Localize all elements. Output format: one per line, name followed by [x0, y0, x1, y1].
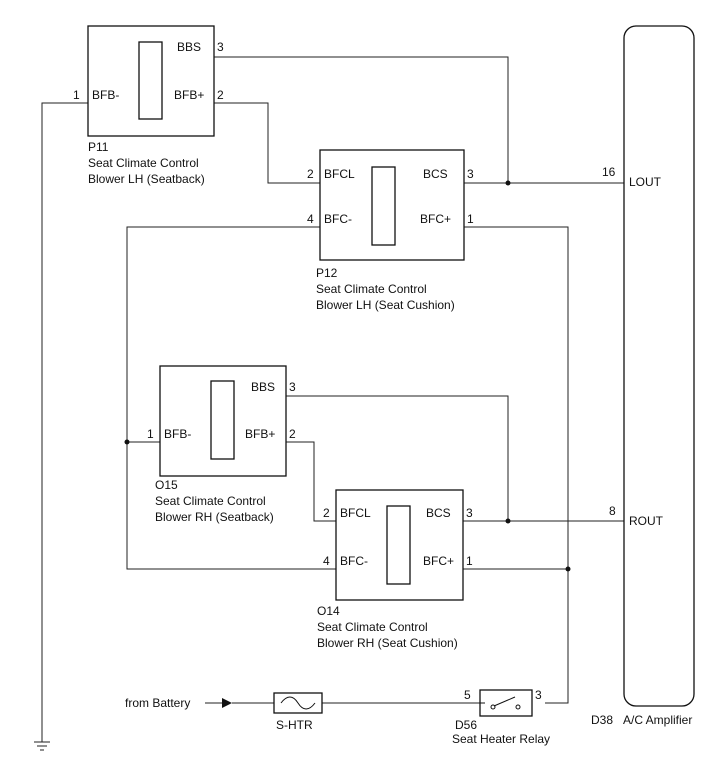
p12-pin-bfcplus-num: 1 [467, 212, 474, 226]
wire-ground-rail [41, 102, 88, 742]
junction-dot [505, 180, 511, 186]
wire-p11-bbs [214, 56, 509, 183]
p12-blower-motor [371, 166, 396, 246]
o15-pin-bfbminus-label: BFB- [164, 427, 191, 441]
junction-dot [565, 566, 571, 572]
wire-o15-bbs [286, 395, 509, 521]
p12-name-line1: Seat Climate Control [316, 282, 427, 296]
o15-name-line1: Seat Climate Control [155, 494, 266, 508]
battery-label: from Battery [125, 696, 190, 710]
wire-o15-bfbplus-o14-bfcl [286, 441, 336, 522]
p12-pin-bfcplus-label: BFC+ [420, 212, 451, 226]
d56-code: D56 [455, 718, 477, 732]
p12-pin-bcs-label: BCS [423, 167, 448, 181]
p12-code: P12 [316, 266, 338, 280]
component-p12: 2 BFCL BCS 3 4 BFC- BFC+ 1 P12 Seat Clim… [307, 149, 474, 312]
d56-pin-in-num: 5 [464, 688, 471, 702]
p11-pin-bfbplus-num: 2 [217, 88, 224, 102]
p12-pin-bcs-num: 3 [467, 167, 474, 181]
p12-name-line2: Blower LH (Seat Cushion) [316, 298, 455, 312]
o14-pin-bfcplus-num: 1 [466, 554, 473, 568]
component-d38: 16 LOUT 8 ROUT D38 A/C Amplifier [591, 25, 695, 727]
p11-pin-bbs-num: 3 [217, 40, 224, 54]
junction-dot [505, 518, 511, 524]
d38-box [623, 25, 695, 707]
o14-name-line2: Blower RH (Seat Cushion) [317, 636, 458, 650]
o14-pin-bfcl-num: 2 [323, 506, 330, 520]
p12-pin-bfcl-label: BFCL [324, 167, 355, 181]
p11-code: P11 [88, 140, 109, 154]
d38-code: D38 [591, 713, 613, 727]
d38-pin-rout-num: 8 [609, 504, 616, 518]
o14-pin-bfcminus-num: 4 [323, 554, 330, 568]
d56-pin-out-num: 3 [535, 688, 542, 702]
p11-blower-motor [138, 41, 163, 120]
fuse-icon [273, 692, 323, 714]
junctions [124, 180, 571, 572]
o15-code: O15 [155, 478, 178, 492]
p11-pin-bfbplus-label: BFB+ [174, 88, 204, 102]
o15-pin-bfbplus-label: BFB+ [245, 427, 275, 441]
component-p11: BBS 3 1 BFB- BFB+ 2 P11 Seat Climate Con… [73, 25, 224, 186]
d38-pin-lout-label: LOUT [629, 175, 662, 189]
junction-dot [124, 439, 130, 445]
wire-p11-bfbplus-p12-bfcl [214, 102, 320, 184]
wire-p12-bfcplus-relay [464, 226, 569, 704]
o14-name-line1: Seat Climate Control [317, 620, 428, 634]
d38-pin-lout-num: 16 [602, 165, 616, 179]
o14-pin-bcs-label: BCS [426, 506, 451, 520]
o14-pin-bfcminus-label: BFC- [340, 554, 368, 568]
p12-pin-bfcminus-num: 4 [307, 212, 314, 226]
o15-pin-bfbplus-num: 2 [289, 427, 296, 441]
ground-symbol-icon [34, 741, 50, 751]
d38-name: A/C Amplifier [623, 713, 692, 727]
p12-pin-bfcminus-label: BFC- [324, 212, 352, 226]
o14-pin-bfcl-label: BFCL [340, 506, 371, 520]
arrow-right-icon [222, 698, 232, 708]
fuse-label: S-HTR [276, 718, 313, 732]
o15-blower-motor [210, 380, 235, 460]
wire-p12-bfcminus-o14 [126, 226, 336, 570]
p11-name-line2: Blower LH (Seatback) [88, 172, 205, 186]
o15-pin-bbs-label: BBS [251, 380, 275, 394]
p11-pin-bfbminus-label: BFB- [92, 88, 119, 102]
o14-blower-motor [386, 505, 411, 585]
o15-name-line2: Blower RH (Seatback) [155, 510, 274, 524]
o14-pin-bcs-num: 3 [466, 506, 473, 520]
power-supply: from Battery S-HTR 5 3 D56 Seat Heater R… [125, 688, 550, 746]
wires [41, 56, 624, 742]
o15-pin-bfbminus-num: 1 [147, 427, 154, 441]
o14-pin-bfcplus-label: BFC+ [423, 554, 454, 568]
component-o14: 2 BFCL BCS 3 4 BFC- BFC+ 1 O14 Seat Clim… [317, 489, 473, 650]
o15-pin-bbs-num: 3 [289, 380, 296, 394]
d38-pin-rout-label: ROUT [629, 514, 664, 528]
p12-pin-bfcl-num: 2 [307, 167, 314, 181]
p11-name-line1: Seat Climate Control [88, 156, 199, 170]
o14-code: O14 [317, 604, 340, 618]
p11-pin-bbs-label: BBS [177, 40, 201, 54]
d56-name: Seat Heater Relay [452, 732, 550, 746]
component-o15: BBS 3 1 BFB- BFB+ 2 O15 Seat Climate Con… [147, 365, 296, 524]
p11-pin-bfbminus-num: 1 [73, 88, 80, 102]
relay-switch-icon [479, 689, 533, 717]
